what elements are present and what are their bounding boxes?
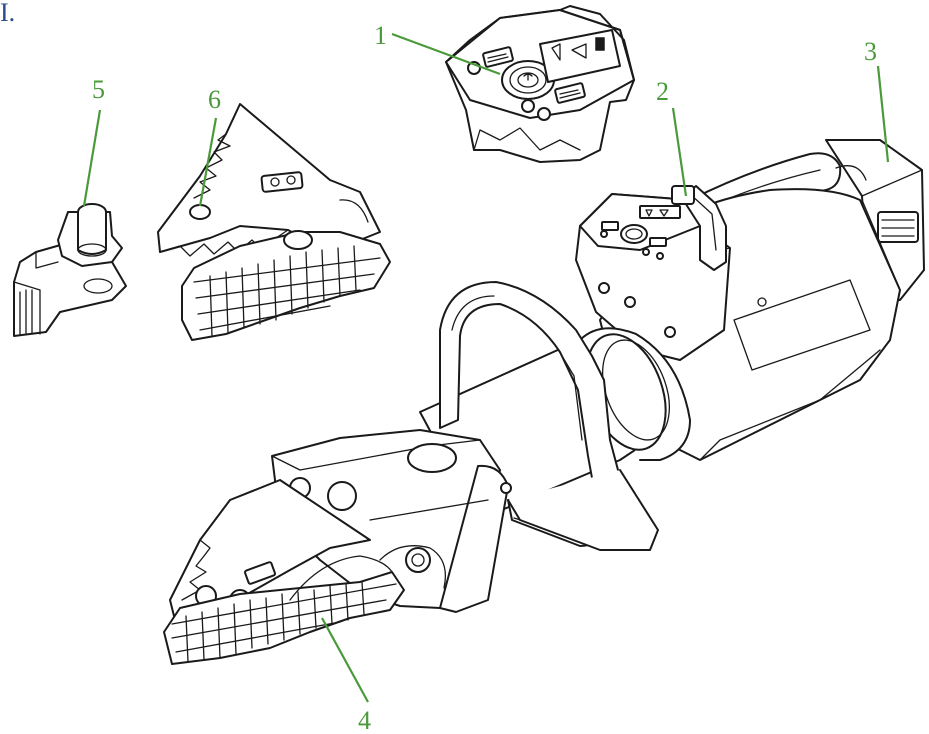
callout-4-leader [321,617,369,703]
callout-3-label: 3 [864,37,877,66]
callout-2-label: 2 [656,77,669,106]
callout-6-leader [198,117,218,207]
callout-5-leader [82,109,102,207]
callout-6-label: 6 [208,85,221,114]
callout-1-label: 1 [374,21,387,50]
tip-5-illustration [13,203,127,337]
control-panel-detail-1 [445,5,635,163]
main-tool-illustration [163,139,925,665]
callout-3-leader [876,65,890,163]
callout-4-label: 4 [358,706,371,734]
blade-6-illustration [157,103,391,341]
callout-1-leader [391,32,501,76]
callout-5-label: 5 [92,75,105,104]
callout-2-leader [671,107,688,197]
corner-text: I. [0,0,16,27]
